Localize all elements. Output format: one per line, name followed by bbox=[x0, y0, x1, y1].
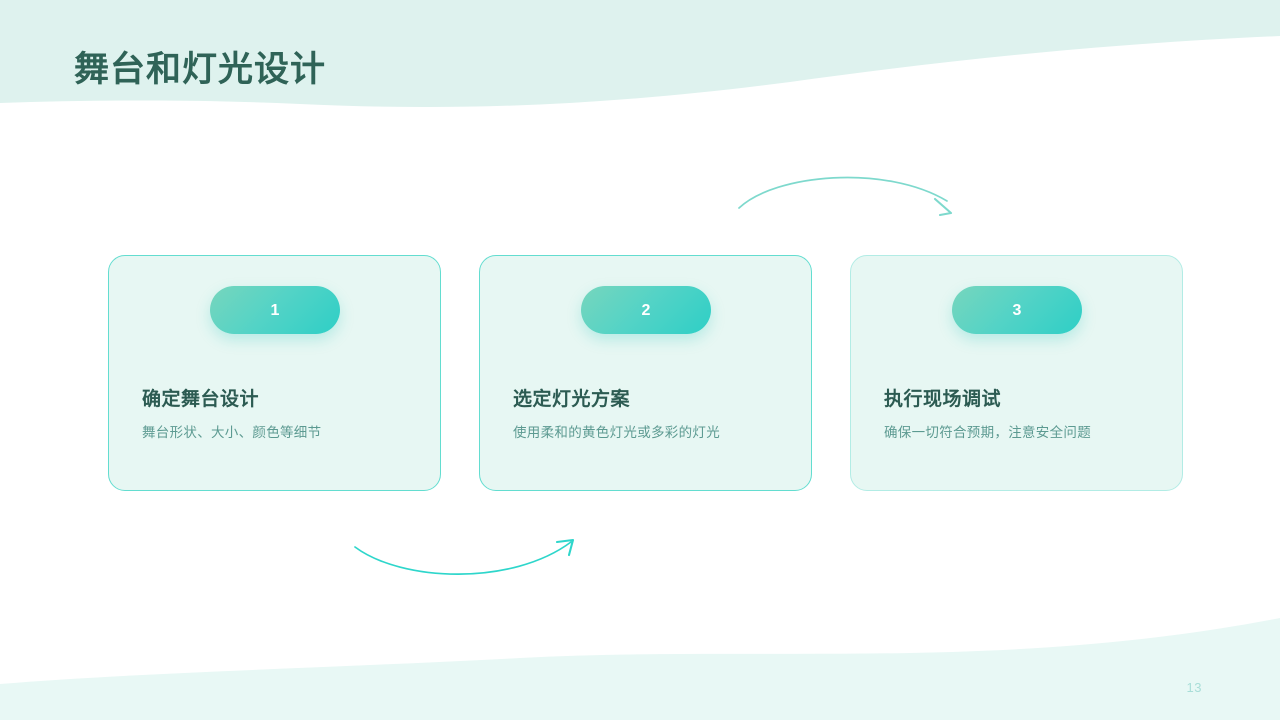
step-heading-3: 执行现场调试 bbox=[884, 389, 1002, 410]
step-number-label: 3 bbox=[1012, 302, 1022, 319]
step-badge-1: 1 bbox=[210, 286, 340, 334]
page-title: 舞台和灯光设计 bbox=[74, 50, 327, 89]
step-heading-2: 选定灯光方案 bbox=[513, 389, 631, 410]
curved-arrow-right-down-icon bbox=[738, 176, 953, 217]
step-description-3: 确保一切符合预期，注意安全问题 bbox=[884, 425, 1091, 440]
step-badge-3: 3 bbox=[952, 286, 1082, 334]
step-card-3[interactable]: 3 执行现场调试 确保一切符合预期，注意安全问题 bbox=[850, 255, 1183, 491]
step-number-label: 2 bbox=[641, 302, 651, 319]
step-heading-1: 确定舞台设计 bbox=[142, 389, 260, 410]
wave-shape-bottom bbox=[0, 618, 1280, 720]
page-number: 13 bbox=[1186, 680, 1202, 695]
step-number-label: 1 bbox=[270, 302, 280, 319]
curved-arrow-right-up-icon bbox=[354, 538, 575, 575]
step-cards-row: 1 确定舞台设计 舞台形状、大小、颜色等细节 2 选定灯光方案 使用柔和的黄色灯… bbox=[108, 255, 1183, 491]
step-badge-2: 2 bbox=[581, 286, 711, 334]
step-description-1: 舞台形状、大小、颜色等细节 bbox=[142, 425, 322, 440]
step-card-1[interactable]: 1 确定舞台设计 舞台形状、大小、颜色等细节 bbox=[108, 255, 441, 491]
step-description-2: 使用柔和的黄色灯光或多彩的灯光 bbox=[513, 425, 720, 440]
step-card-2[interactable]: 2 选定灯光方案 使用柔和的黄色灯光或多彩的灯光 bbox=[479, 255, 812, 491]
